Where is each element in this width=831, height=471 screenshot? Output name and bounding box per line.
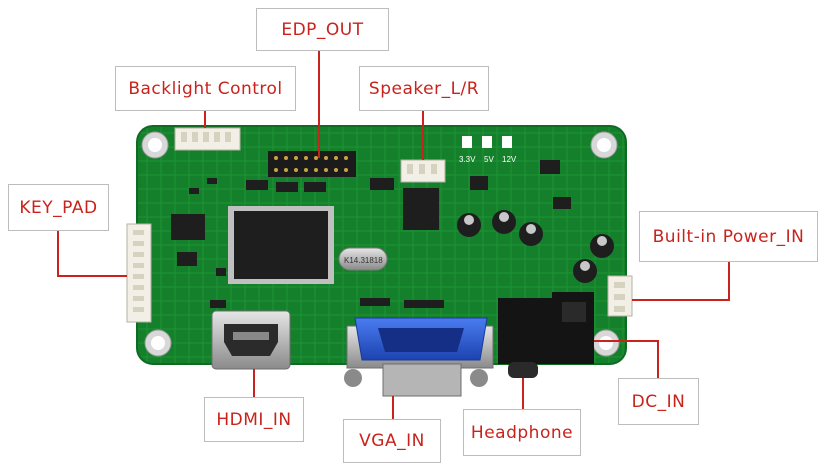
- keypad-connector: [126, 223, 152, 323]
- dc-jack: [552, 292, 594, 364]
- label-speaker-lr: Speaker_L/R: [359, 66, 489, 111]
- builtin-power-connector: [607, 275, 633, 317]
- vga-connector: [344, 317, 494, 397]
- headphone-jack: [498, 298, 552, 378]
- leader-lines: [57, 51, 730, 419]
- crystal-oscillator: [338, 247, 388, 271]
- silk-3v3: 3.3V: [459, 155, 476, 164]
- main-soc-chip: [228, 206, 334, 284]
- backlight-connector: [174, 127, 241, 151]
- label-edp-out: EDP_OUT: [256, 8, 389, 51]
- label-key-pad: KEY_PAD: [8, 184, 109, 231]
- label-vga-in: VGA_IN: [343, 419, 441, 463]
- voltage-jumper-pads: [462, 136, 512, 148]
- silk-crystal: K14.31818: [344, 256, 383, 265]
- mounting-holes: [141, 131, 620, 357]
- silk-5v: 5V: [484, 155, 494, 164]
- label-dc-in: DC_IN: [618, 378, 699, 425]
- speaker-connector: [400, 159, 446, 183]
- electrolytic-capacitors: [457, 210, 614, 283]
- silk-12v: 12V: [502, 155, 517, 164]
- label-backlight-control: Backlight Control: [115, 66, 296, 111]
- hdmi-connector: [211, 310, 291, 370]
- label-builtin-power-in: Built-in Power_IN: [639, 211, 818, 262]
- edp-header: [268, 151, 356, 177]
- label-headphone: Headphone: [463, 409, 581, 456]
- small-components: [171, 160, 571, 308]
- label-hdmi-in: HDMI_IN: [204, 397, 304, 442]
